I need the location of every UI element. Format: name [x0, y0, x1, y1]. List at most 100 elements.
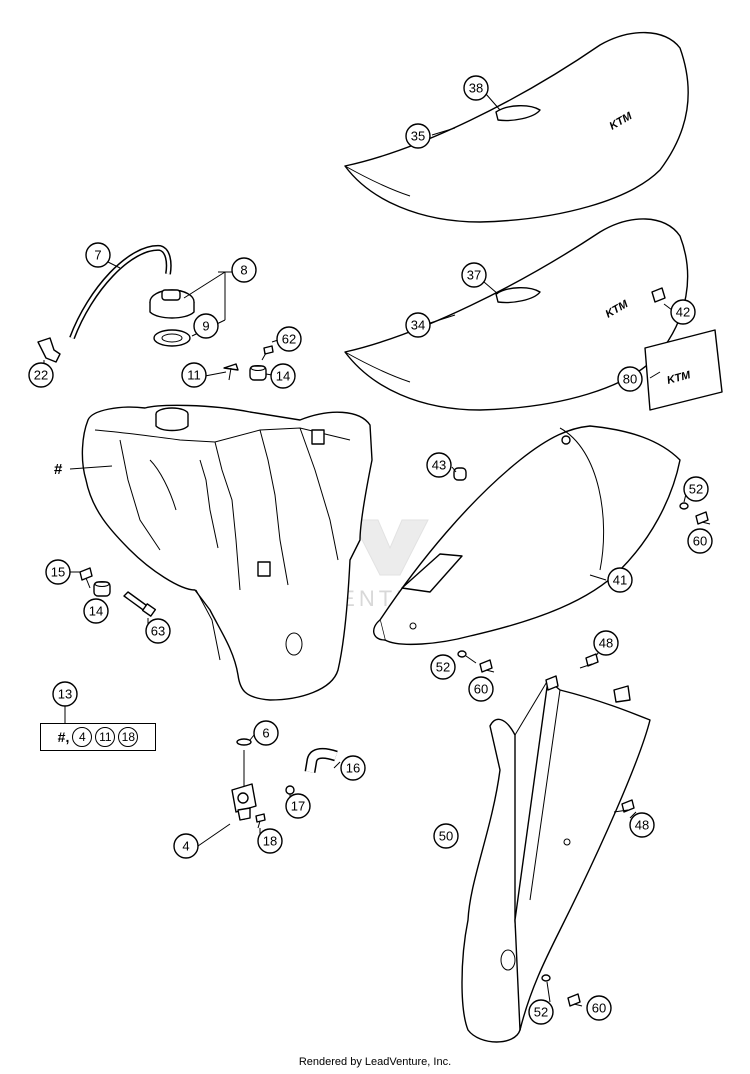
- svg-text:41: 41: [613, 573, 627, 588]
- callout-4[interactable]: 4: [173, 833, 199, 859]
- callout-52b[interactable]: 52: [430, 654, 456, 680]
- svg-text:62: 62: [282, 332, 296, 347]
- tank-leader: [69, 465, 113, 470]
- callout-17[interactable]: 17: [285, 793, 311, 819]
- callout-60b[interactable]: 60: [468, 676, 494, 702]
- callout-43[interactable]: 43: [426, 452, 452, 478]
- callout-80[interactable]: 80: [617, 366, 643, 392]
- callout-60c[interactable]: 60: [586, 995, 612, 1021]
- svg-text:43: 43: [432, 458, 446, 473]
- svg-text:15: 15: [51, 565, 65, 580]
- svg-text:34: 34: [411, 318, 425, 333]
- svg-text:18: 18: [263, 834, 277, 849]
- clamp-17: [285, 785, 295, 795]
- svg-text:35: 35: [411, 129, 425, 144]
- fuel-tap-4: [231, 750, 257, 821]
- washer-52a: [679, 502, 689, 510]
- svg-text:6: 6: [262, 726, 269, 741]
- callout-34[interactable]: 34: [405, 312, 431, 338]
- svg-text:38: 38: [469, 81, 483, 96]
- callout-9[interactable]: 9: [193, 313, 219, 339]
- svg-text:60: 60: [592, 1001, 606, 1016]
- screw-15: [79, 567, 93, 589]
- decal-80: KTM: [644, 329, 723, 411]
- svg-text:60: 60: [474, 682, 488, 697]
- callout-6[interactable]: 6: [253, 720, 279, 746]
- callout-42[interactable]: 42: [670, 299, 696, 325]
- callout-37[interactable]: 37: [461, 262, 487, 288]
- svg-text:52: 52: [689, 482, 703, 497]
- callout-63[interactable]: 63: [145, 618, 171, 644]
- callout-22[interactable]: 22: [28, 362, 54, 388]
- washer-52b: [457, 650, 467, 658]
- kit-hash: #,: [57, 729, 70, 745]
- callout-16[interactable]: 16: [340, 755, 366, 781]
- screw-48a: [579, 653, 599, 669]
- svg-text:63: 63: [151, 624, 165, 639]
- hose-16: [304, 747, 338, 773]
- callout-50[interactable]: 50: [433, 823, 459, 849]
- svg-text:48: 48: [635, 818, 649, 833]
- svg-text:14: 14: [276, 369, 290, 384]
- callout-18[interactable]: 18: [257, 828, 283, 854]
- callout-7[interactable]: 7: [85, 242, 111, 268]
- svg-text:60: 60: [693, 534, 707, 549]
- screw-60c: [567, 993, 583, 1007]
- svg-text:48: 48: [599, 636, 613, 651]
- side-cover-41: [373, 425, 681, 646]
- kit-item-18[interactable]: 18: [118, 727, 139, 747]
- callout-62[interactable]: 62: [276, 326, 302, 352]
- bushing-14b: [93, 581, 111, 597]
- callout-52a[interactable]: 52: [683, 476, 709, 502]
- svg-text:22: 22: [34, 368, 48, 383]
- kit-item-4[interactable]: 4: [72, 727, 93, 747]
- bushing-14: [249, 365, 267, 381]
- callout-41[interactable]: 41: [607, 567, 633, 593]
- breather-hose-7: [69, 244, 172, 340]
- fuel-cap-8: [149, 289, 195, 319]
- svg-text:16: 16: [346, 761, 360, 776]
- svg-text:50: 50: [439, 829, 453, 844]
- svg-text:11: 11: [187, 368, 201, 383]
- fuel-cap-seal-9: [153, 329, 191, 347]
- seat-35: KTM: [344, 31, 689, 223]
- footer-credit: Rendered by LeadVenture, Inc.: [298, 1056, 452, 1068]
- callout-14a[interactable]: 14: [270, 363, 296, 389]
- callout-48a[interactable]: 48: [593, 630, 619, 656]
- callout-14b[interactable]: 14: [83, 598, 109, 624]
- screw-18: [255, 813, 266, 829]
- svg-text:52: 52: [534, 1005, 548, 1020]
- callout-48b[interactable]: 48: [629, 812, 655, 838]
- svg-text:42: 42: [676, 305, 690, 320]
- bolt-63: [123, 591, 157, 617]
- svg-text:52: 52: [436, 660, 450, 675]
- callout-11[interactable]: 11: [181, 362, 207, 388]
- screw-60b: [479, 659, 495, 673]
- tank-hash-label: #: [54, 461, 63, 478]
- fuel-tank: [81, 404, 373, 701]
- callout-15[interactable]: 15: [45, 559, 71, 585]
- svg-text:14: 14: [89, 604, 103, 619]
- callout-60a[interactable]: 60: [687, 528, 713, 554]
- svg-text:80: 80: [623, 372, 637, 387]
- screw-62: [261, 345, 274, 361]
- svg-text:13: 13: [58, 687, 72, 702]
- svg-text:9: 9: [202, 319, 209, 334]
- svg-text:8: 8: [240, 263, 247, 278]
- screw-48b: [613, 799, 635, 813]
- washer-52c: [541, 974, 551, 982]
- callout-13[interactable]: 13: [52, 681, 78, 707]
- grommet-43: [453, 467, 467, 481]
- callout-38[interactable]: 38: [463, 75, 489, 101]
- svg-text:17: 17: [291, 799, 305, 814]
- svg-text:37: 37: [467, 268, 481, 283]
- kit-13-contents: #, 4 11 18: [40, 723, 156, 751]
- svg-text:4: 4: [182, 839, 189, 854]
- kit-item-11[interactable]: 11: [95, 727, 116, 747]
- screw-60a: [695, 511, 711, 525]
- seat-34: KTM: [344, 218, 689, 411]
- callout-35[interactable]: 35: [405, 123, 431, 149]
- callout-52c[interactable]: 52: [528, 999, 554, 1025]
- callout-8[interactable]: 8: [231, 257, 257, 283]
